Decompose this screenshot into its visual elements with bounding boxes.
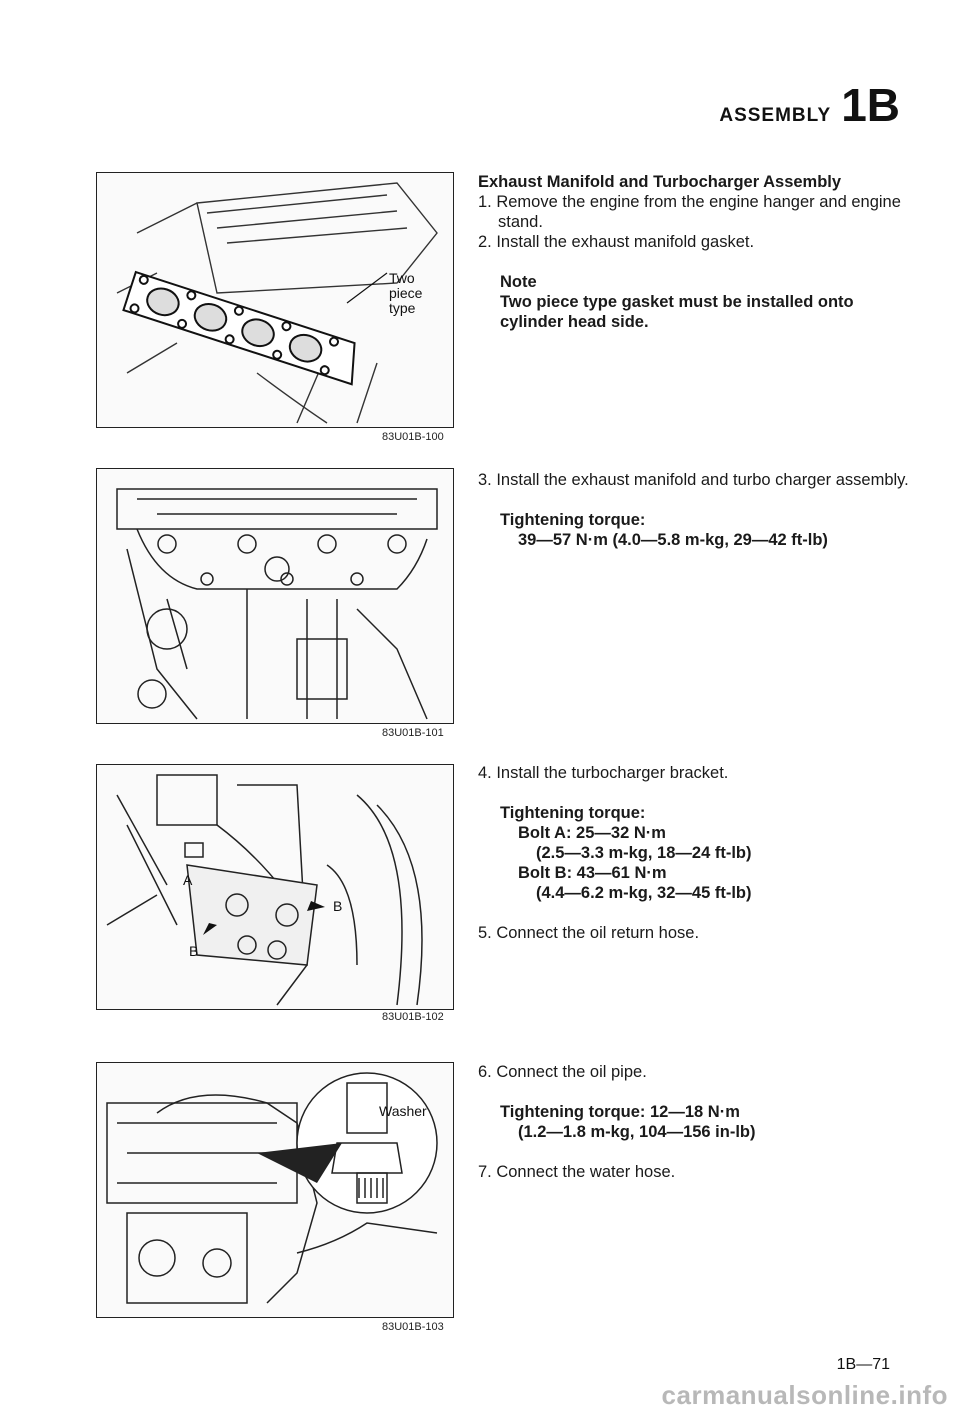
text-block-gasket: Exhaust Manifold and Turbocharger Assemb… — [478, 172, 918, 332]
step-text: 4. Install the turbocharger bracket. — [478, 764, 729, 782]
text-block-manifold: 3. Install the exhaust manifold and turb… — [478, 470, 918, 550]
section-code: 1B — [841, 79, 900, 131]
callout-text: Two — [389, 270, 415, 286]
step-text: 5. Connect the oil return hose. — [478, 924, 700, 942]
manifold-turbo-illustration — [116, 488, 438, 720]
step-text: 3. Install the exhaust manifold and turb… — [478, 471, 909, 489]
note-label: Note — [500, 273, 537, 291]
figure-caption: 83U01B-101 — [382, 727, 444, 739]
torque-label: Tightening torque: — [500, 804, 646, 822]
torque-value: (2.5—3.3 m-kg, 18—24 ft-lb) — [536, 844, 752, 862]
page-header: ASSEMBLY 1B — [719, 78, 900, 132]
gasket-callout: Two piece type — [389, 271, 422, 316]
callout-b: B — [333, 898, 343, 914]
step-text: 1. Remove the engine from the engine han… — [478, 193, 901, 231]
figure-manifold — [96, 468, 454, 724]
figure-oil-pipe: Washer — [96, 1062, 454, 1318]
oil-pipe-illustration — [106, 1072, 438, 1304]
turbo-bracket-illustration — [106, 774, 423, 1006]
figure-gasket: Two piece type — [96, 172, 454, 428]
engine-gasket-illustration — [116, 182, 438, 424]
figure-caption: 83U01B-100 — [382, 431, 444, 443]
subsection-heading: Exhaust Manifold and Turbocharger Assemb… — [478, 173, 842, 191]
torque-value: Bolt B: 43—61 N·m — [518, 864, 667, 882]
step-text: 6. Connect the oil pipe. — [478, 1063, 647, 1081]
callout-washer: Washer — [379, 1103, 427, 1119]
callout-text: piece — [389, 285, 423, 301]
text-block-oil-pipe: 6. Connect the oil pipe. Tightening torq… — [478, 1062, 918, 1182]
figure-caption: 83U01B-102 — [382, 1011, 444, 1023]
torque-value: Tightening torque: 12—18 N·m — [500, 1103, 740, 1121]
torque-value: (4.4—6.2 m-kg, 32—45 ft-lb) — [536, 884, 752, 902]
step-text: 7. Connect the water hose. — [478, 1163, 676, 1181]
text-block-bracket: 4. Install the turbocharger bracket. Tig… — [478, 763, 918, 943]
section-title: ASSEMBLY — [719, 105, 832, 126]
step-text: 2. Install the exhaust manifold gasket. — [478, 233, 755, 251]
figure-bracket: A B B — [96, 764, 454, 1010]
callout-b: B — [189, 943, 199, 959]
note-text: Two piece type gasket must be installed … — [500, 293, 854, 331]
figure-caption: 83U01B-103 — [382, 1321, 444, 1333]
torque-value: (1.2—1.8 m-kg, 104—156 in-lb) — [518, 1123, 756, 1141]
callout-a: A — [183, 872, 193, 888]
watermark: carmanualsonline.info — [661, 1380, 948, 1410]
torque-value: Bolt A: 25—32 N·m — [518, 824, 666, 842]
page-number: 1B—71 — [836, 1356, 890, 1373]
torque-label: Tightening torque: — [500, 511, 646, 529]
torque-value: 39—57 N·m (4.0—5.8 m-kg, 29—42 ft-lb) — [518, 531, 828, 549]
callout-text: type — [389, 300, 416, 316]
